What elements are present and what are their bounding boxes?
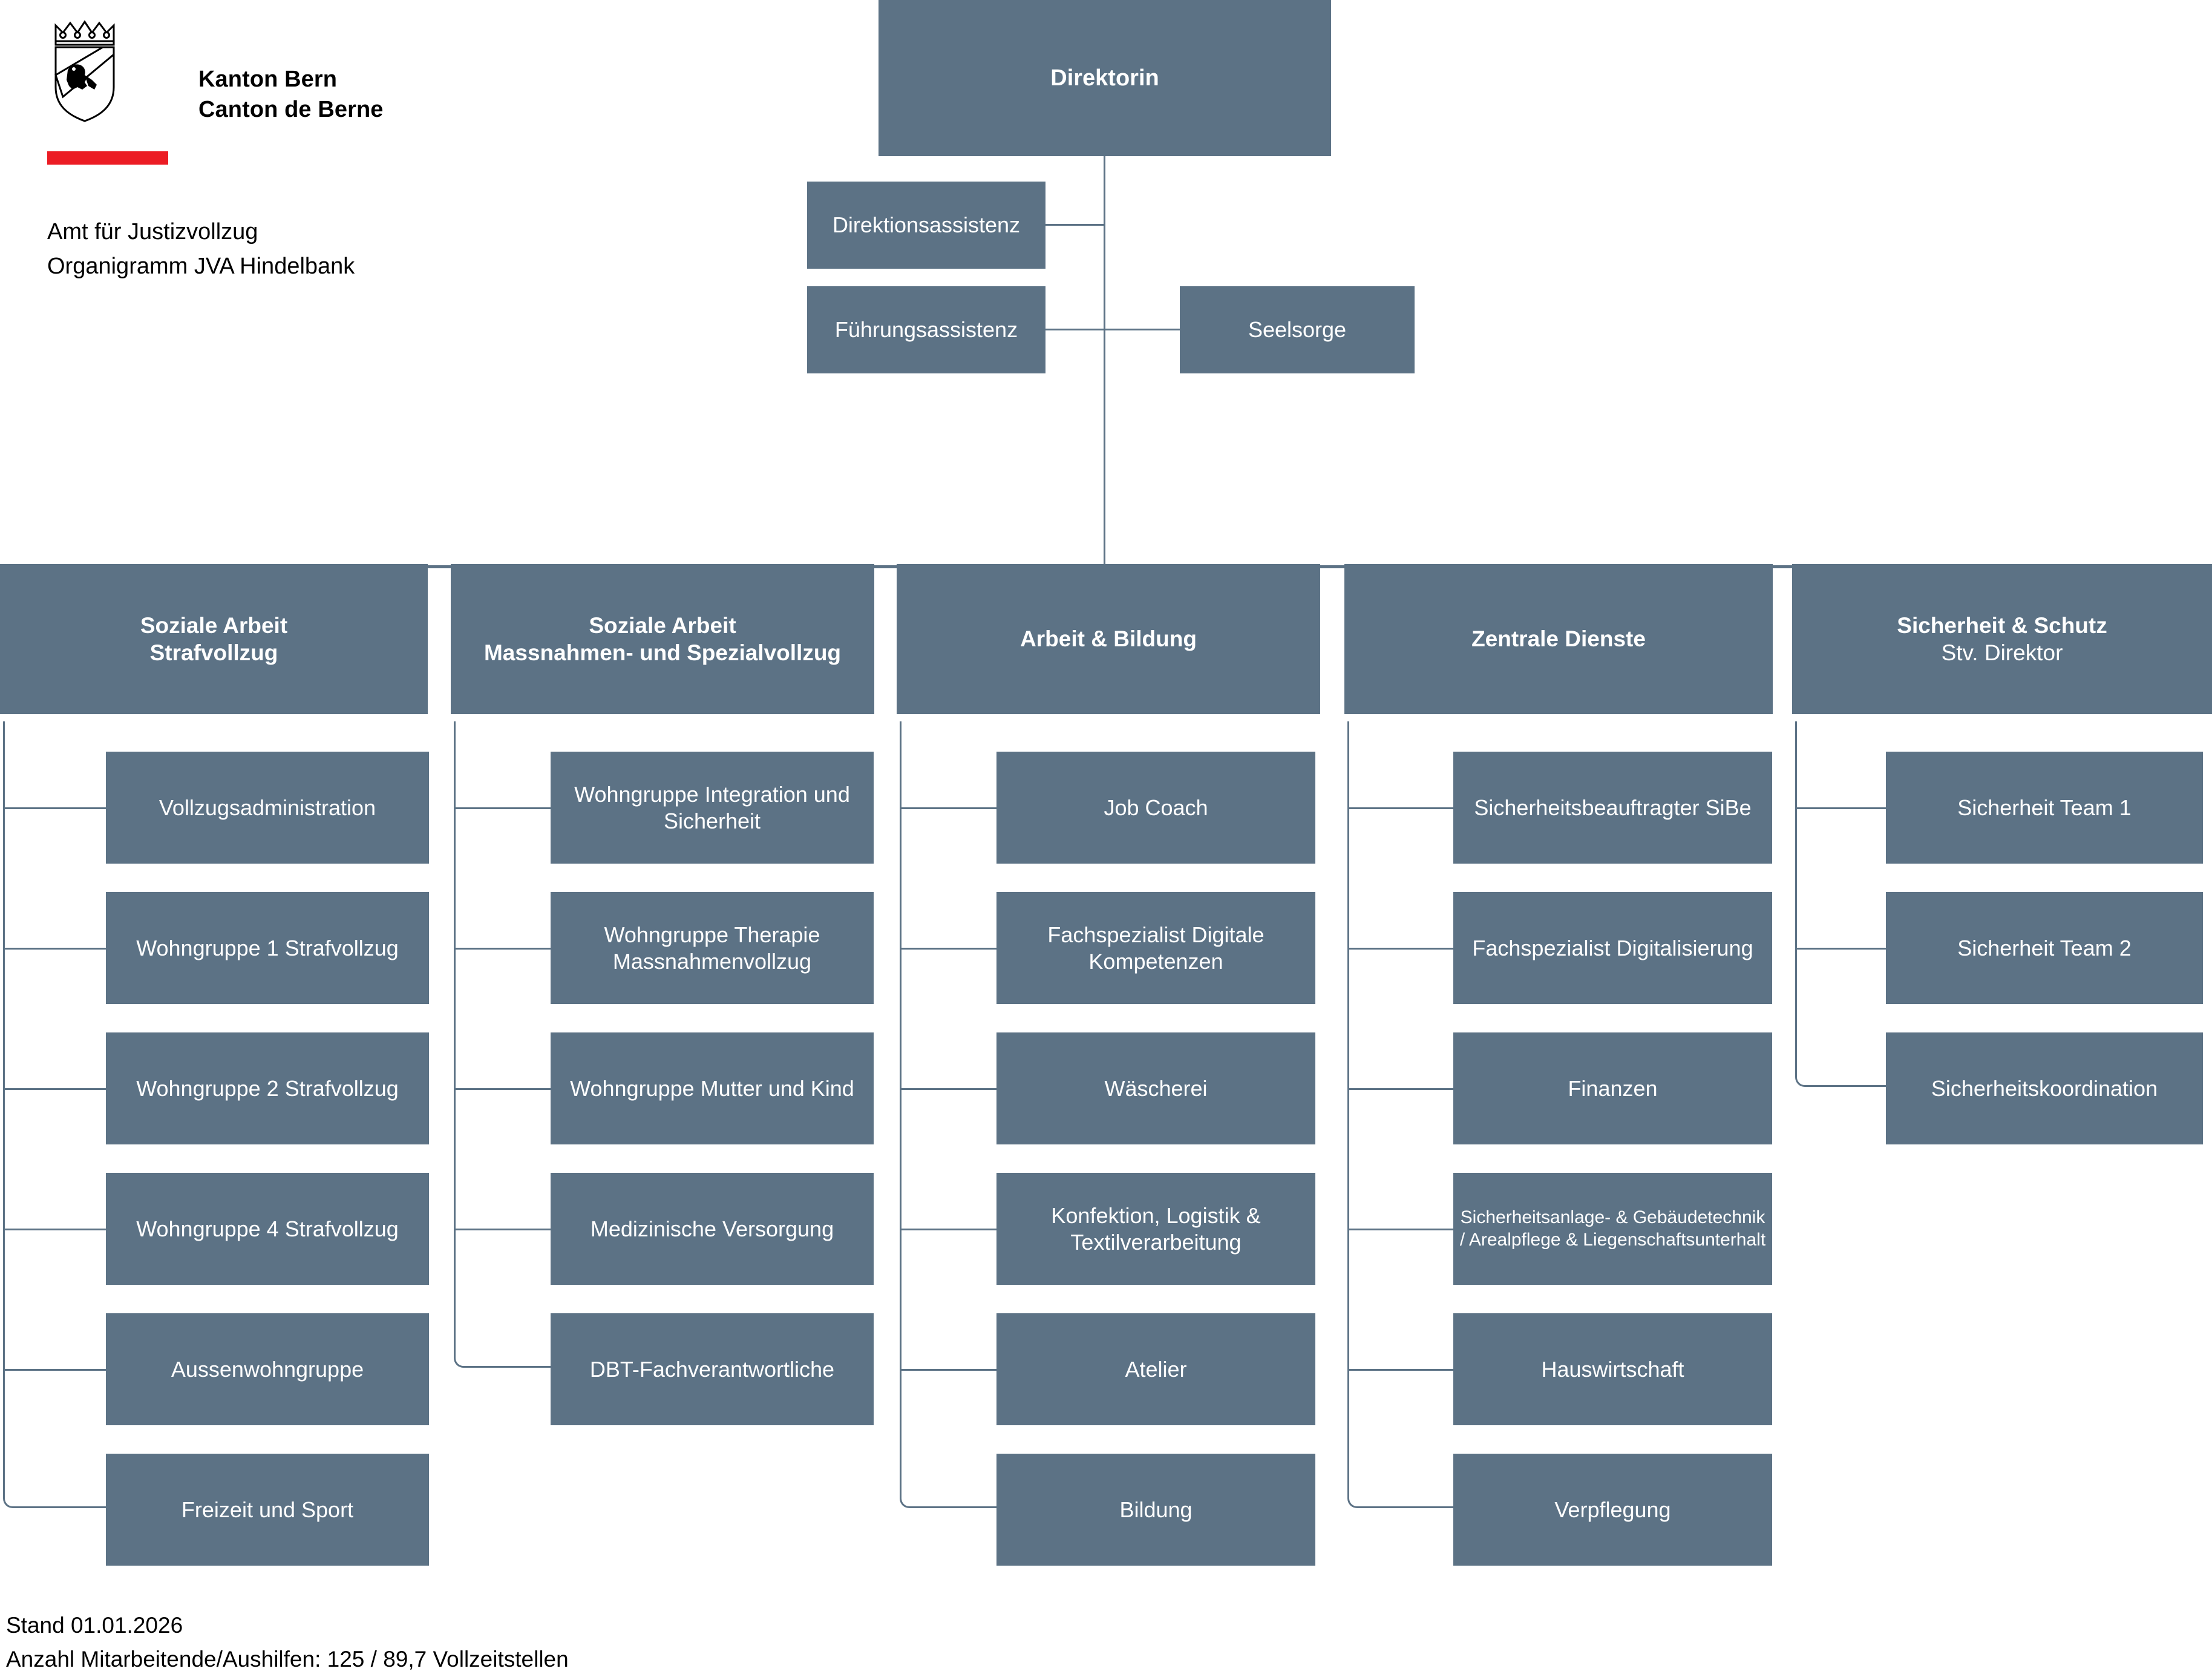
- dept-2-subtitle: Massnahmen- und Spezialvollzug: [483, 640, 842, 665]
- node-wohngruppe-2-strafvollzug[interactable]: Wohngruppe 2 Strafvollzug: [106, 1032, 429, 1144]
- node-hauswirtschaft[interactable]: Hauswirtschaft: [1453, 1313, 1772, 1425]
- connector-leaf-5-1: [1795, 807, 1887, 809]
- document-subtitle: Amt für Justizvollzug Organigramm JVA Hi…: [47, 215, 355, 284]
- connector-leaf-3-1: [900, 807, 998, 809]
- node-bildung[interactable]: Bildung: [996, 1454, 1315, 1566]
- node-medizinische-versorgung[interactable]: Medizinische Versorgung: [551, 1173, 874, 1285]
- connector-leaf-1-2: [3, 948, 107, 950]
- canton-name-fr: Canton de Berne: [198, 97, 384, 123]
- coat-of-arms-icon: [54, 20, 115, 122]
- dept-5-title: Sicherheit & Schutz: [1897, 612, 2107, 638]
- accent-bar: [47, 151, 168, 165]
- connector-leaf-1-3: [3, 1088, 107, 1090]
- node-verpflegung[interactable]: Verpflegung: [1453, 1454, 1772, 1566]
- node-dept-zentrale-dienste[interactable]: Zentrale Dienste: [1344, 564, 1773, 714]
- footer-headcount: Anzahl Mitarbeitende/Aushilfen: 125 / 89…: [6, 1647, 569, 1672]
- node-finanzen[interactable]: Finanzen: [1453, 1032, 1772, 1144]
- connector-leaf-2-2: [454, 948, 552, 950]
- node-wohngruppe-therapie-massnahmenvollzug[interactable]: Wohngruppe Therapie Massnahmenvollzug: [551, 892, 874, 1004]
- connector-leaf-2-1: [454, 807, 552, 809]
- connector-leaf-4-1: [1347, 807, 1454, 809]
- node-wohngruppe-1-strafvollzug[interactable]: Wohngruppe 1 Strafvollzug: [106, 892, 429, 1004]
- connector-spine-dept-5: [1795, 721, 1886, 1087]
- dept-3-title: Arbeit & Bildung: [1020, 626, 1197, 652]
- node-freizeit-und-sport[interactable]: Freizeit und Sport: [106, 1454, 429, 1566]
- connector-spine-dept-3: [900, 721, 996, 1508]
- connector-direktionsassistenz: [1045, 224, 1105, 226]
- node-wohngruppe-4-strafvollzug[interactable]: Wohngruppe 4 Strafvollzug: [106, 1173, 429, 1285]
- dept-4-title: Zentrale Dienste: [1471, 626, 1646, 652]
- dept-2-title: Soziale Arbeit: [589, 612, 736, 638]
- node-seelsorge[interactable]: Seelsorge: [1180, 286, 1415, 373]
- node-sicherheit-team-2[interactable]: Sicherheit Team 2: [1886, 892, 2203, 1004]
- node-dept-soziale-arbeit-strafvollzug[interactable]: Soziale Arbeit Strafvollzug: [0, 564, 428, 714]
- node-fachspezialist-digitalisierung[interactable]: Fachspezialist Digitalisierung: [1453, 892, 1772, 1004]
- node-wohngruppe-mutter-und-kind[interactable]: Wohngruppe Mutter und Kind: [551, 1032, 874, 1144]
- connector-leaf-1-5: [3, 1369, 107, 1371]
- node-job-coach[interactable]: Job Coach: [996, 752, 1315, 864]
- node-sicherheitskoordination[interactable]: Sicherheitskoordination: [1886, 1032, 2203, 1144]
- node-fuehrungsassistenz[interactable]: Führungsassistenz: [807, 286, 1045, 373]
- connector-fuehrungsassistenz: [1045, 329, 1105, 330]
- connector-spine-dept-1: [3, 721, 106, 1508]
- node-dbt-fachverantwortliche[interactable]: DBT-Fachverantwortliche: [551, 1313, 874, 1425]
- connector-leaf-2-3: [454, 1088, 552, 1090]
- node-konfektion-logistik-textilverarbeitung[interactable]: Konfektion, Logistik & Textilverarbeitun…: [996, 1173, 1315, 1285]
- node-aussenwohngruppe[interactable]: Aussenwohngruppe: [106, 1313, 429, 1425]
- dept-1-subtitle: Strafvollzug: [149, 640, 278, 665]
- connector-leaf-2-4: [454, 1229, 552, 1230]
- connector-spine-dept-4: [1347, 721, 1453, 1508]
- connector-leaf-4-5: [1347, 1369, 1454, 1371]
- node-waescherei[interactable]: Wäscherei: [996, 1032, 1315, 1144]
- node-dept-arbeit-bildung[interactable]: Arbeit & Bildung: [897, 564, 1320, 714]
- node-wohngruppe-integration-sicherheit[interactable]: Wohngruppe Integration und Sicherheit: [551, 752, 874, 864]
- canton-name-de: Kanton Bern: [198, 67, 338, 92]
- connector-leaf-4-3: [1347, 1088, 1454, 1090]
- connector-leaf-3-4: [900, 1229, 998, 1230]
- connector-leaf-1-4: [3, 1229, 107, 1230]
- node-direktionsassistenz[interactable]: Direktionsassistenz: [807, 182, 1045, 269]
- canton-logo: Kanton Bern Canton de Berne: [47, 17, 434, 138]
- connector-spine-dept-2: [454, 721, 551, 1368]
- node-direktorin[interactable]: Direktorin: [879, 0, 1331, 156]
- node-sicherheitsanlage-gebaeudetechnik[interactable]: Sicherheitsanlage- & Gebäudetechnik / Ar…: [1453, 1173, 1772, 1285]
- connector-leaf-4-4: [1347, 1229, 1454, 1230]
- connector-leaf-3-5: [900, 1369, 998, 1371]
- connector-leaf-3-2: [900, 948, 998, 950]
- footer-date: Stand 01.01.2026: [6, 1613, 183, 1638]
- node-dept-sicherheit-schutz[interactable]: Sicherheit & Schutz Stv. Direktor: [1792, 564, 2212, 714]
- node-dept-soziale-arbeit-massnahmen[interactable]: Soziale Arbeit Massnahmen- und Spezialvo…: [451, 564, 874, 714]
- dept-1-title: Soziale Arbeit: [140, 612, 288, 638]
- office-name: Amt für Justizvollzug: [47, 219, 258, 244]
- footer-note: Stand 01.01.2026 Anzahl Mitarbeitende/Au…: [6, 1609, 569, 1676]
- dept-5-subtitle: Stv. Direktor: [1941, 640, 2063, 665]
- node-sicherheitsbeauftragter-sibe[interactable]: Sicherheitsbeauftragter SiBe: [1453, 752, 1772, 864]
- connector-root-trunk: [1104, 156, 1105, 565]
- node-vollzugsadministration[interactable]: Vollzugsadministration: [106, 752, 429, 864]
- node-atelier[interactable]: Atelier: [996, 1313, 1315, 1425]
- connector-leaf-1-1: [3, 807, 107, 809]
- node-fachspezialist-digitale-kompetenzen[interactable]: Fachspezialist Digitale Kompetenzen: [996, 892, 1315, 1004]
- connector-leaf-3-3: [900, 1088, 998, 1090]
- node-sicherheit-team-1[interactable]: Sicherheit Team 1: [1886, 752, 2203, 864]
- connector-leaf-4-2: [1347, 948, 1454, 950]
- connector-leaf-5-2: [1795, 948, 1887, 950]
- chart-title: Organigramm JVA Hindelbank: [47, 254, 355, 279]
- canton-logo-text: Kanton Bern Canton de Berne: [198, 64, 384, 125]
- connector-seelsorge: [1104, 329, 1181, 330]
